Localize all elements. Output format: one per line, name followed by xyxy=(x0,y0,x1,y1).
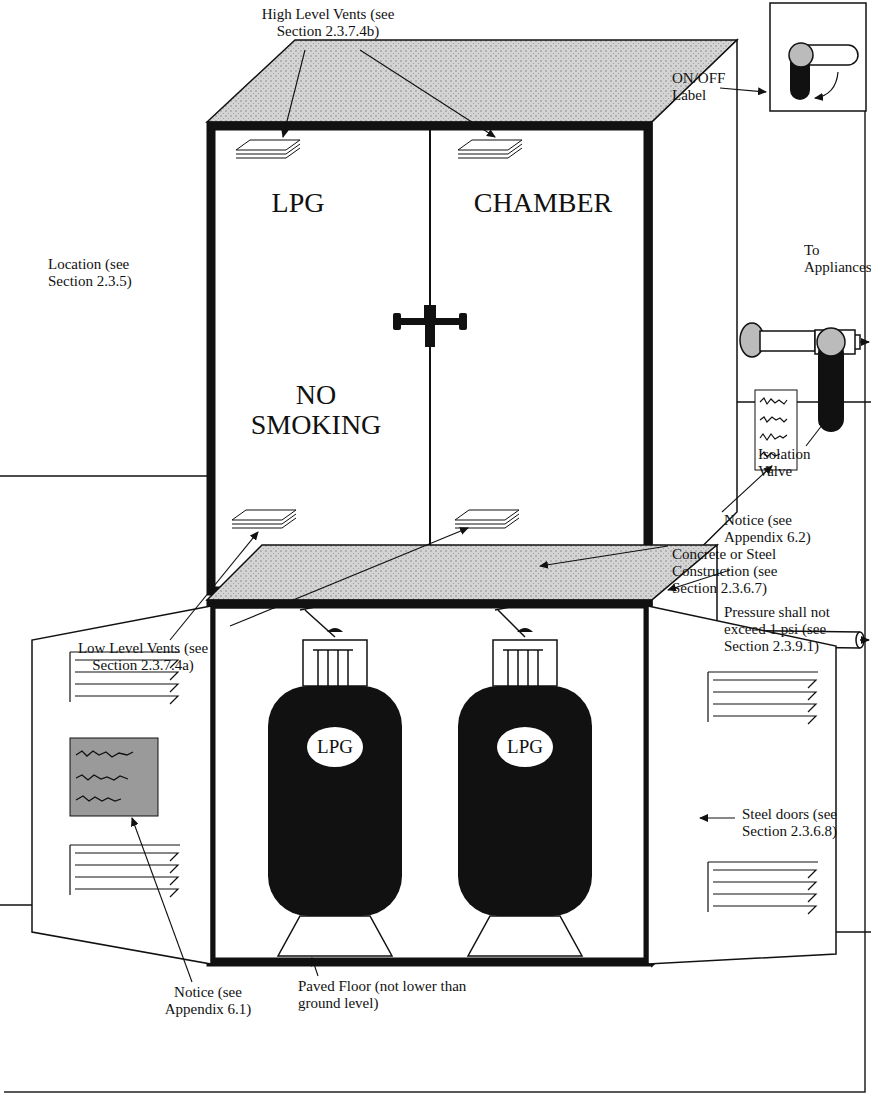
callout-text: Notice (see Appendix 6.2) xyxy=(724,512,834,546)
callout-text: Notice (see Appendix 6.1) xyxy=(148,984,268,1018)
callout-text: Isolation Valve xyxy=(758,446,828,480)
callout-text: To Appliances xyxy=(804,242,866,276)
callout-text: Low Level Vents (see Section 2.3.7.4a) xyxy=(58,640,228,674)
door-sign: NO SMOKING xyxy=(231,380,401,440)
callout-text: Pressure shall not exceed 1 psi (see Sec… xyxy=(724,604,854,655)
cylinder-label: LPG xyxy=(307,727,363,767)
cylinder-label: LPG xyxy=(497,727,553,767)
cylinder-text: LPG xyxy=(317,736,353,758)
chamber-front: LPG CHAMBER NO SMOKING xyxy=(211,126,648,591)
door-sign: LPG xyxy=(233,188,363,218)
callout-text: Steel doors (see Section 2.3.6.8) xyxy=(742,806,852,840)
callout-text: Paved Floor (not lower than ground level… xyxy=(298,978,488,1012)
callout-text: High Level Vents (see Section 2.3.7.4b) xyxy=(238,6,418,40)
door-sign: CHAMBER xyxy=(443,188,643,218)
callout-text: Location (see Section 2.3.5) xyxy=(48,256,158,290)
callout-text: ON/OFF Label xyxy=(672,70,732,104)
callout-text: Concrete or Steel Construction (see Sect… xyxy=(672,546,822,597)
cylinder-text: LPG xyxy=(507,736,543,758)
